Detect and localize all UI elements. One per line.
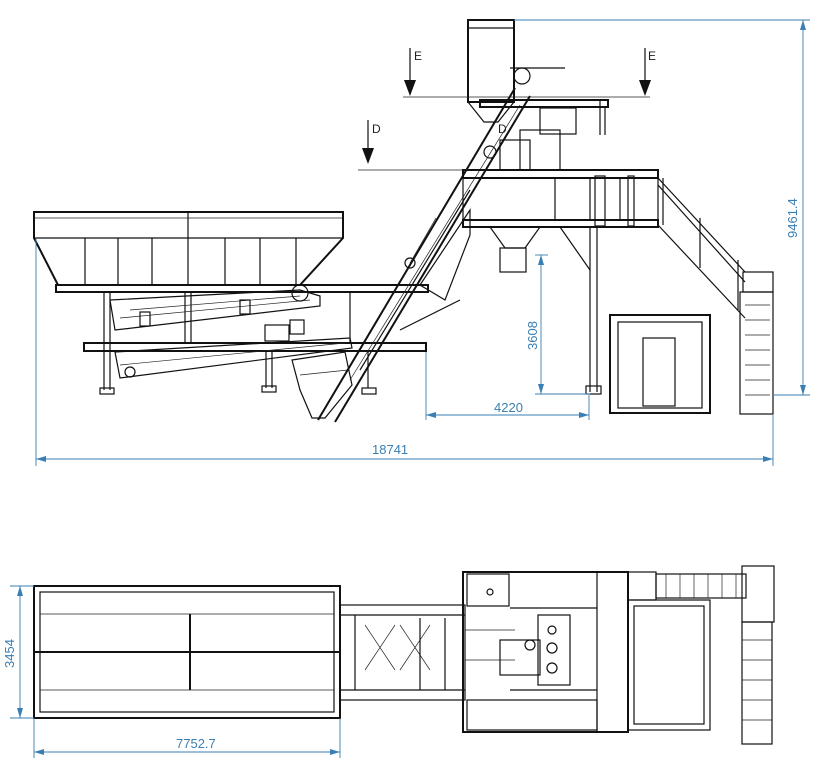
dimension-label-discharge-offset: 4220 — [494, 400, 523, 415]
section-label-d-right: D — [498, 122, 507, 136]
dimension-height-total: 9461.4 — [514, 19, 810, 396]
plan-aggregate-bins — [33, 585, 341, 719]
dimension-bin-length: 7752.7 — [33, 718, 341, 758]
bin-support-frame — [55, 284, 429, 395]
section-label-e-right: E — [648, 49, 656, 63]
cement-feed-silo — [466, 19, 565, 123]
section-label-d-left: D — [372, 122, 381, 136]
plan-mixer-platform — [462, 571, 629, 733]
access-stairway — [657, 177, 774, 415]
section-mark-d-left: D — [362, 120, 381, 164]
section-mark-e-left: E — [404, 48, 422, 96]
plan-stairway — [627, 565, 775, 745]
dimension-discharge-offset: 4220 — [425, 352, 590, 420]
dimension-label-bin-width: 3454 — [2, 639, 17, 668]
plan-conveyor-frame — [339, 604, 515, 701]
dimension-label-discharge-height: 3608 — [525, 321, 540, 350]
dimension-discharge-height: 3608 — [525, 254, 590, 395]
aggregate-bin-hopper — [33, 211, 344, 286]
weigh-belt-conveyor — [109, 284, 353, 379]
dimension-label-bin-length: 7752.7 — [176, 736, 216, 751]
dimension-label-height: 9461.4 — [785, 198, 800, 238]
dimension-label-total-length: 18741 — [372, 442, 408, 457]
plan-control-cabin — [627, 599, 711, 731]
dimension-total-length: 18741 — [35, 238, 774, 466]
inclined-belt-conveyor — [317, 67, 531, 423]
plan-view — [33, 565, 775, 745]
dimension-bin-width: 3454 — [2, 585, 34, 719]
weigh-hopper — [291, 351, 353, 419]
section-label-e-left: E — [414, 49, 422, 63]
mixer-structure — [462, 99, 659, 395]
side-elevation-view: E E D D — [33, 19, 774, 423]
section-mark-e-right: E — [639, 48, 656, 96]
control-cabin — [609, 314, 711, 414]
